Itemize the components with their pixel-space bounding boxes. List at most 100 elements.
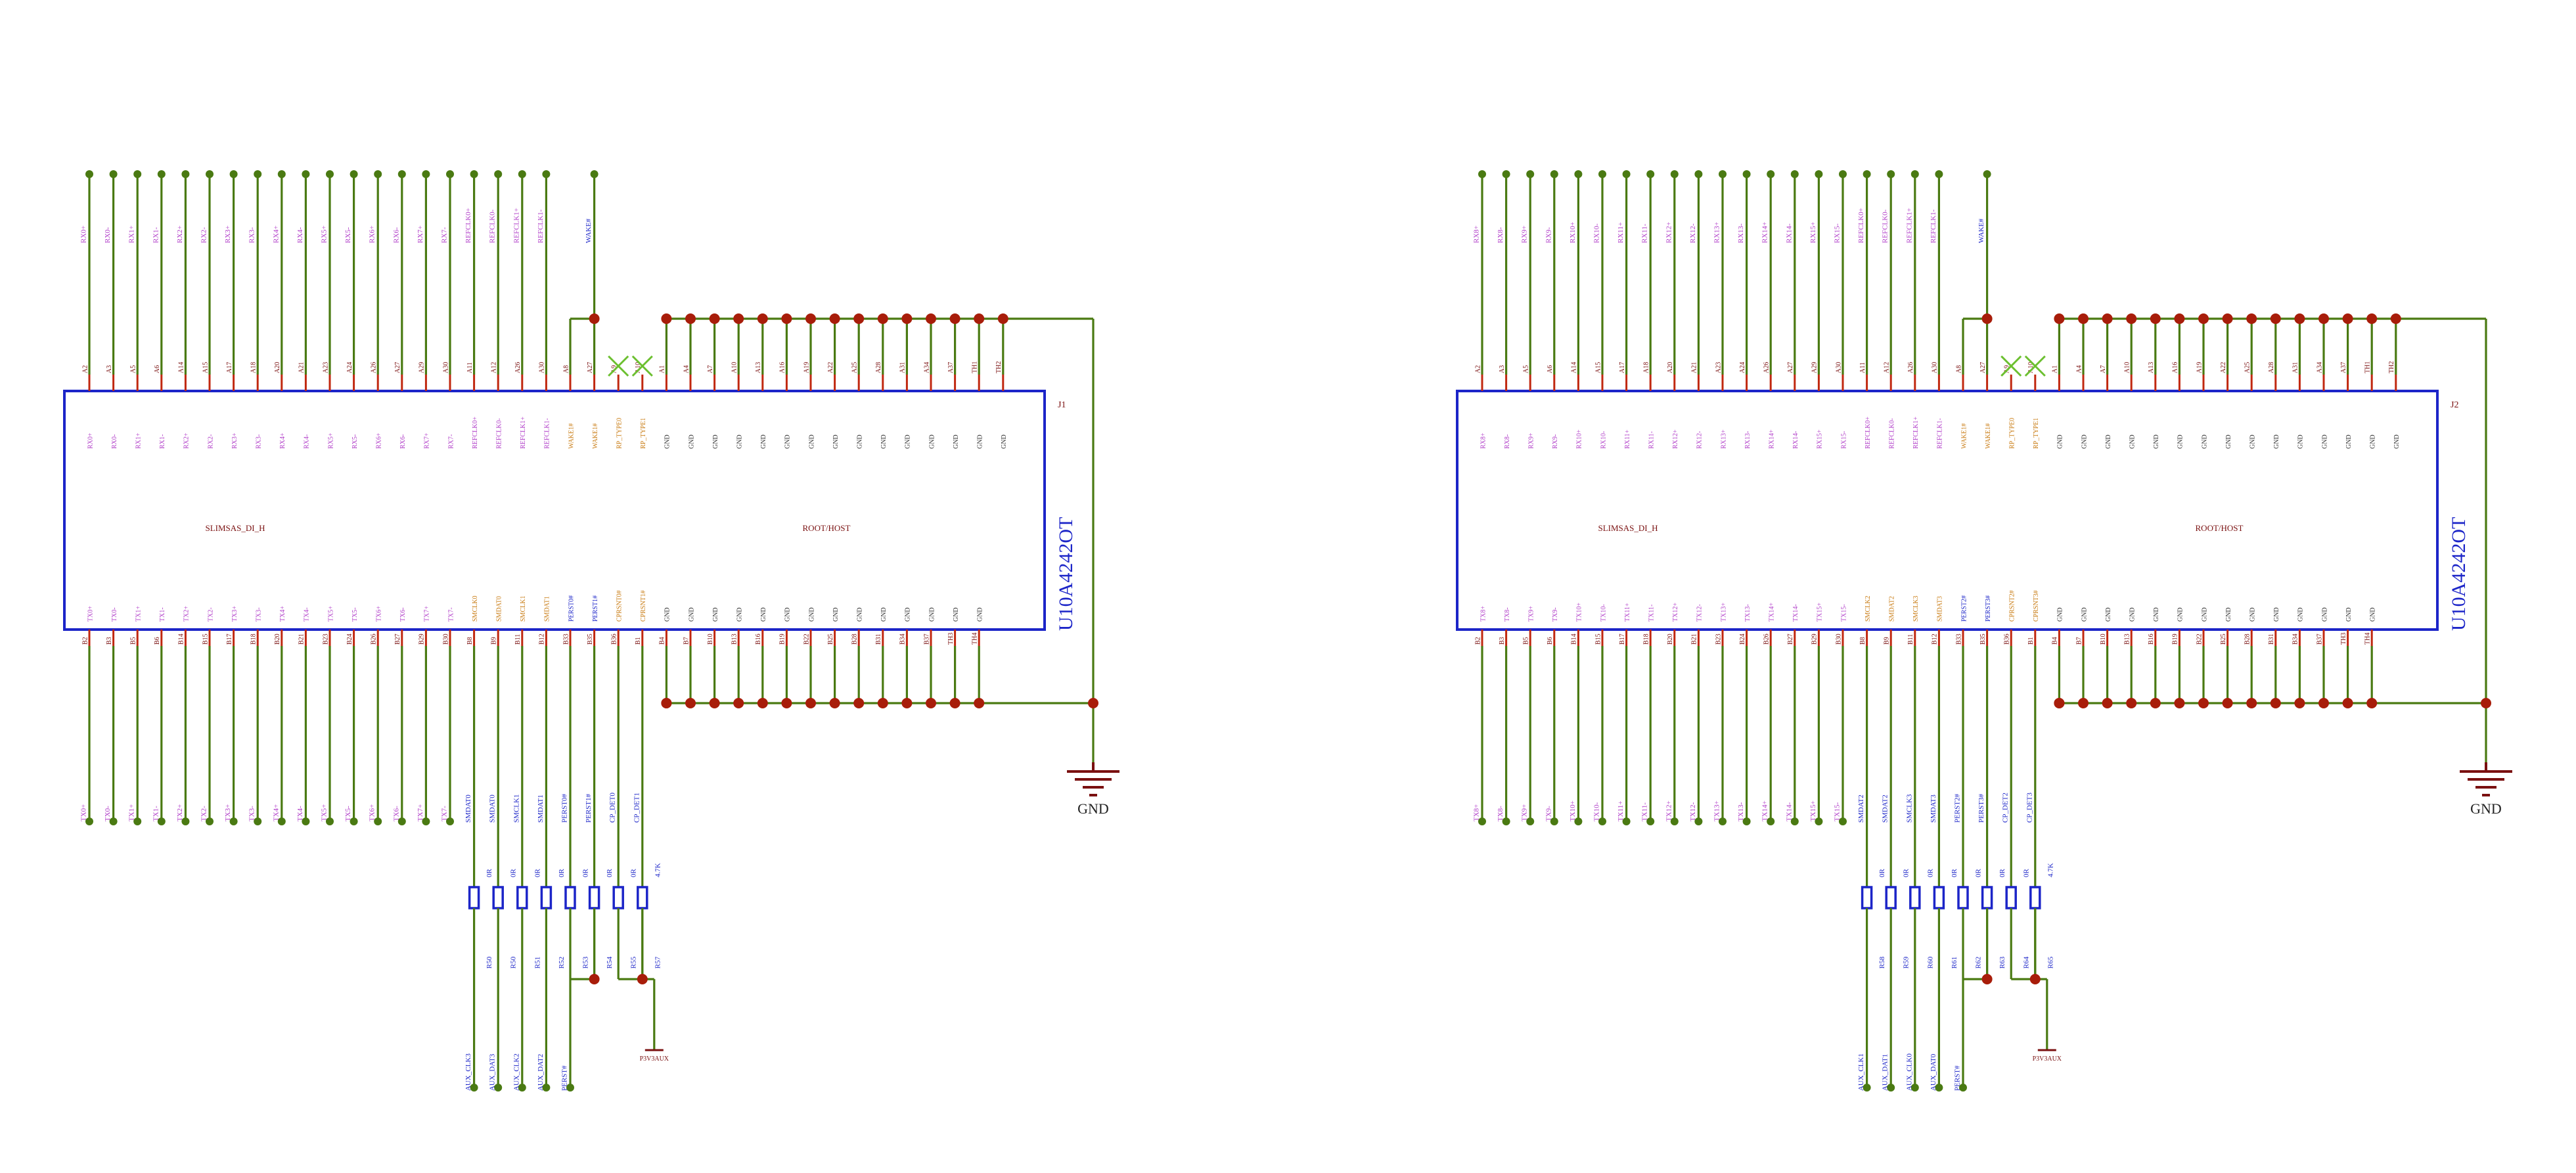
pin-name-top: WAKE1# <box>568 423 575 449</box>
resistor-ref: R57 <box>654 956 662 969</box>
pin-name-top: RX7- <box>447 434 455 449</box>
pin-name-top: RX10+ <box>1576 429 1583 449</box>
gnd-junction <box>2270 698 2281 708</box>
pin-name-bottom: TX11- <box>1648 605 1655 622</box>
pin-number-top: A22 <box>2220 362 2227 373</box>
net-label-top: RX4- <box>296 227 304 243</box>
power-label: P3V3AUX <box>640 1055 669 1063</box>
gnd-junction <box>2342 313 2353 324</box>
pin-name-top: GND <box>2105 434 2112 449</box>
gnd-junction <box>2054 698 2065 708</box>
pin-name-bottom: TX13+ <box>1720 603 1727 622</box>
wire-end-terminal <box>1574 170 1583 178</box>
pin-name-bottom: SMCLK0 <box>472 596 479 622</box>
gnd-junction <box>2054 313 2065 324</box>
pin-name-top: RX15+ <box>1817 429 1824 449</box>
net-label-top: REFCLK1+ <box>1905 208 1913 243</box>
gnd-junction <box>661 698 672 708</box>
net-label-top: REFCLK0- <box>489 209 497 243</box>
net-label-bottom: TX5+ <box>321 804 328 821</box>
part-number: U10A4242OT <box>1055 517 1077 631</box>
pin-name-bottom: TX3+ <box>231 606 238 622</box>
net-label-bottom: TX10- <box>1593 802 1601 821</box>
net-label-sideband: PERST2# <box>1954 793 1962 823</box>
pin-name-bottom: GND <box>905 607 912 622</box>
pin-number-top: A8 <box>562 365 570 373</box>
resistor-ref: R51 <box>533 957 541 969</box>
pin-name-bottom: GND <box>856 607 863 622</box>
pin-number-top: A31 <box>899 362 907 373</box>
ref-designator: J2 <box>2451 400 2458 410</box>
net-label-sideband: SMCLK1 <box>512 794 520 823</box>
pin-number-bottom: B31 <box>875 633 882 645</box>
pin-name-top: RX8+ <box>1480 432 1487 449</box>
gnd-junction <box>2102 313 2113 324</box>
net-label-bottom: TX4+ <box>272 804 280 821</box>
pin-name-bottom: TX5+ <box>327 606 334 622</box>
resistor-value: 0R <box>1903 869 1910 878</box>
pin-name-bottom: TX12+ <box>1672 603 1679 622</box>
net-label-top: RX11+ <box>1617 222 1625 243</box>
wire-end-terminal <box>1742 170 1751 178</box>
pin-number-top: A25 <box>851 362 858 373</box>
pin-name-top: RX10- <box>1600 431 1607 449</box>
pin-name-top: RX4- <box>304 434 311 449</box>
pin-name-top: RX3- <box>255 434 262 449</box>
pin-number-bottom: B16 <box>2148 633 2155 645</box>
gnd-junction <box>901 698 913 708</box>
pin-number-top: A19 <box>803 362 810 373</box>
gnd-junction <box>781 698 792 708</box>
wire-end-terminal <box>374 170 382 178</box>
pin-name-bottom: PERST1# <box>592 595 599 622</box>
pin-name-bottom: TX8+ <box>1480 606 1487 622</box>
pin-name-bottom: TX0+ <box>87 606 94 622</box>
pin-number-top: A37 <box>947 362 955 373</box>
wire-end-terminal <box>157 817 166 825</box>
pin-number-top: A2 <box>81 365 89 373</box>
pin-number-bottom: B30 <box>1835 633 1842 645</box>
pin-number-top: A14 <box>178 362 185 373</box>
pin-name-top: REFCLK1+ <box>520 417 527 449</box>
pin-name-top: RX9+ <box>1527 432 1535 449</box>
pin-name-top: WAKE1# <box>592 423 599 449</box>
net-label-top: REFCLK0- <box>1882 209 1889 243</box>
gnd-junction <box>781 313 792 324</box>
pin-name-bottom: TX8- <box>1504 607 1511 622</box>
wire-end-terminal <box>302 817 310 825</box>
gnd-junction <box>2294 313 2305 324</box>
pin-number-top: A30 <box>1932 362 1939 373</box>
pin-name-top: RX14- <box>1792 431 1799 449</box>
gnd-junction <box>733 698 744 708</box>
gnd-junction <box>2078 313 2089 324</box>
wire-end-terminal <box>157 170 166 178</box>
net-label-top: RX12- <box>1689 223 1697 243</box>
net-label-aux: AUX_DAT3 <box>489 1053 497 1091</box>
wire-end-terminal <box>1910 1084 1919 1092</box>
pin-name-bottom: TX9- <box>1552 607 1559 622</box>
pin-name-top: RX9- <box>1552 434 1559 449</box>
gnd-junction <box>2222 698 2233 708</box>
pin-name-bottom: GND <box>736 607 743 622</box>
pin-name-top: RX0+ <box>87 432 94 449</box>
pin-name-bottom: CPRSNT0# <box>616 590 623 622</box>
pin-number-top: A22 <box>827 362 834 373</box>
wire-end-terminal <box>1719 170 1727 178</box>
pin-name-bottom: TX6- <box>399 607 407 622</box>
pin-number-bottom: B33 <box>1955 633 1962 645</box>
pin-name-top: RP_TYPE1 <box>640 418 647 449</box>
pin-name-top: GND <box>808 434 815 449</box>
net-label-bottom: TX2+ <box>176 804 184 821</box>
connector-body <box>63 390 1046 631</box>
pin-number-top: A27 <box>394 362 401 373</box>
wire-end-terminal <box>1598 817 1606 825</box>
pin-number-bottom: B9 <box>1883 637 1890 645</box>
pin-number-top: A27 <box>1787 362 1794 373</box>
gnd-junction <box>853 313 865 324</box>
net-label-bottom: TX4- <box>296 806 304 821</box>
pin-name-top: RX11- <box>1648 431 1655 449</box>
pin-name-bottom: GND <box>832 607 840 622</box>
net-label-top: RX15- <box>1834 223 1842 243</box>
pin-name-bottom: GND <box>2153 607 2160 622</box>
pin-name-top: RX2+ <box>183 432 191 449</box>
